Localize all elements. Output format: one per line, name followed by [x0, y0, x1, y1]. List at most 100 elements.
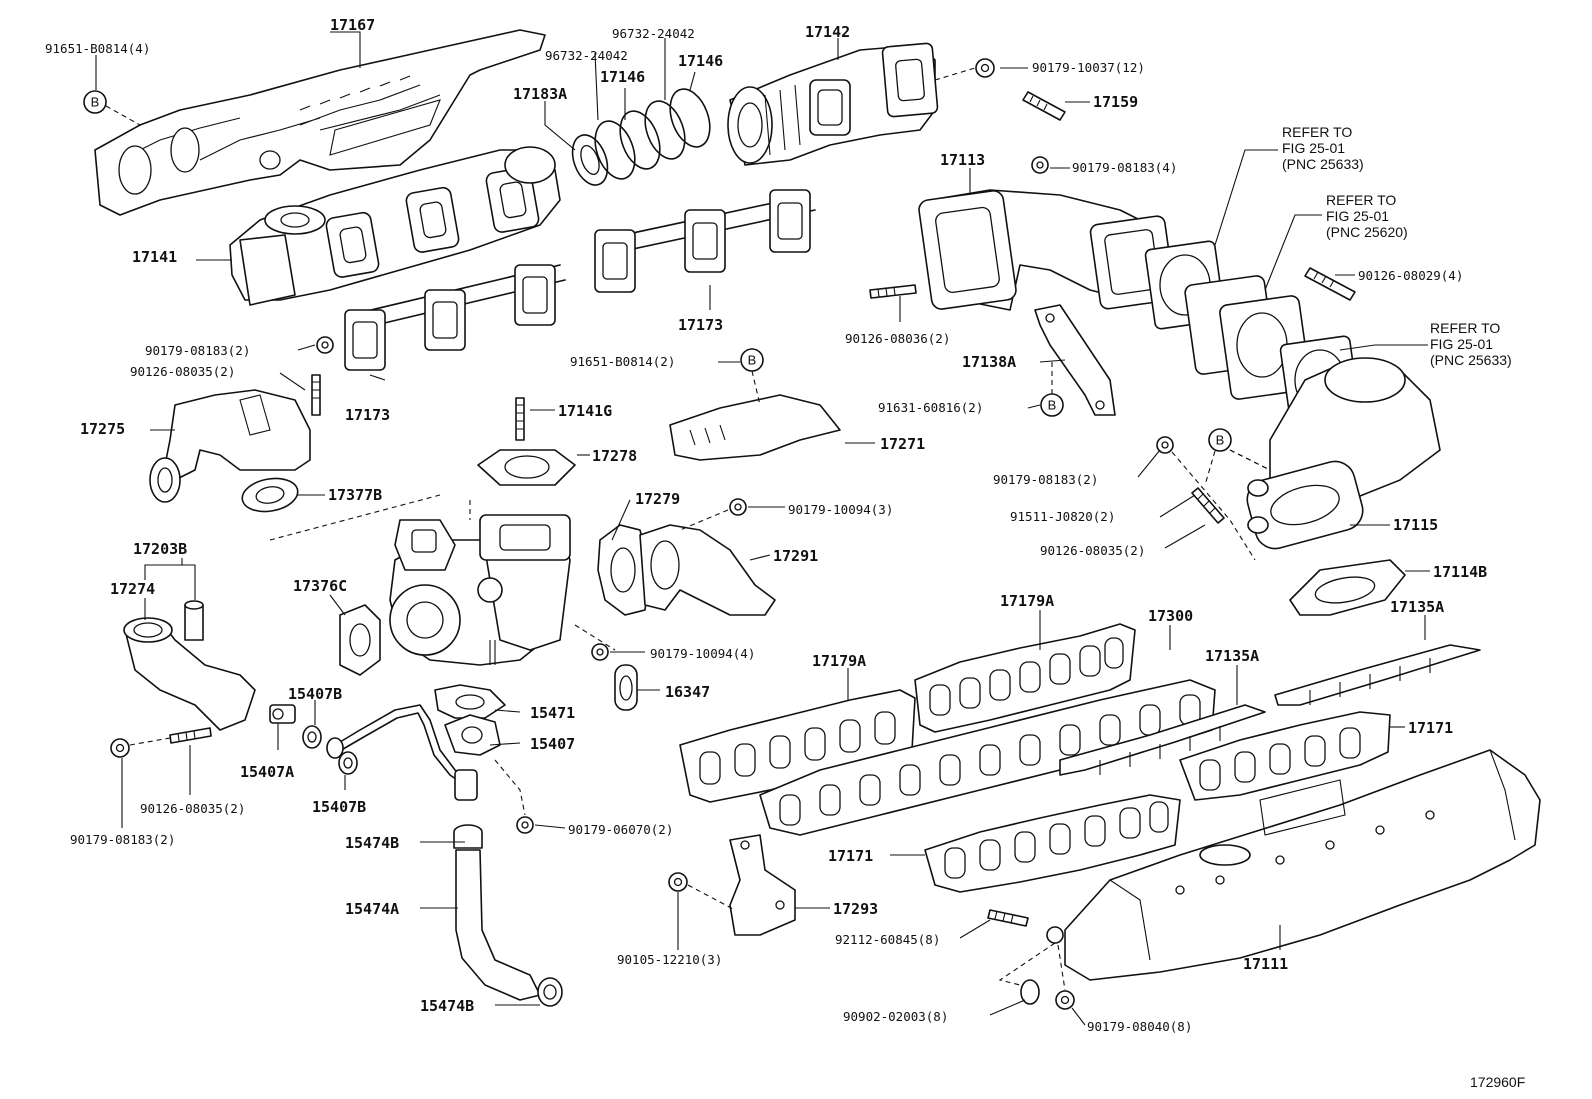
- label-17203b: 17203B: [133, 540, 187, 558]
- label-16347: 16347: [665, 683, 710, 701]
- reference-note-1: REFER TO FIG 25-01 (PNC 25633): [1214, 124, 1364, 246]
- label-17167: 17167: [330, 16, 375, 34]
- reference-note-2: REFER TO FIG 25-01 (PNC 25620): [1264, 192, 1408, 291]
- part-15407b-gasket-a: [302, 725, 322, 749]
- part-17377b-gasket: [241, 477, 299, 513]
- label-17114b: 17114B: [1433, 563, 1487, 581]
- part-17111-intake-manifold: [1064, 749, 1541, 981]
- label-17173-a: 17173: [345, 406, 390, 424]
- part-90105-12210-bolt: [668, 872, 688, 892]
- label-90126-08035-2-a: 90126-08035(2): [130, 364, 235, 379]
- reference-note-3-line-1: REFER TO: [1430, 320, 1500, 336]
- label-17376c: 17376C: [293, 577, 347, 595]
- label-90179-08040-8: 90179-08040(8): [1087, 1019, 1192, 1034]
- leader-dash-17377b: [269, 494, 441, 541]
- label-17291: 17291: [773, 547, 818, 565]
- reference-note-3-line-2: FIG 25-01: [1430, 336, 1493, 352]
- part-17376c-gasket: [339, 604, 381, 676]
- label-90179-08183-2-c: 90179-08183(2): [70, 832, 175, 847]
- label-92112-60845-8: 92112-60845(8): [835, 932, 940, 947]
- part-17271-heat-insulator: [669, 394, 841, 461]
- label-17377b: 17377B: [328, 486, 382, 504]
- label-96732-24042-b: 96732-24042: [545, 48, 628, 63]
- reference-note-1-line-2: FIG 25-01: [1282, 140, 1345, 156]
- label-17111: 17111: [1243, 955, 1288, 973]
- label-90179-08183-4: 90179-08183(4): [1072, 160, 1177, 175]
- label-90179-06070-2: 90179-06070(2): [568, 822, 673, 837]
- reference-note-1-line-1: REFER TO: [1282, 124, 1352, 140]
- label-17173-b: 17173: [678, 316, 723, 334]
- part-17115-exhaust-elbow: [1246, 357, 1441, 550]
- part-17300-intake-manifold: [759, 679, 1216, 836]
- label-96732-24042-a: 96732-24042: [612, 26, 695, 41]
- label-17183a: 17183A: [513, 85, 567, 103]
- label-17179a-a: 17179A: [1000, 592, 1054, 610]
- part-turbocharger-assembly: [389, 514, 571, 666]
- leader-dash-17274: [129, 737, 171, 746]
- part-17114b-gasket: [1289, 559, 1406, 616]
- label-17278: 17278: [592, 447, 637, 465]
- marker-b-4-label: B: [1216, 433, 1225, 448]
- leader-lines: [95, 31, 1430, 1026]
- part-number-labels: 17167 91651-B0814(4) 96732-24042 96732-2…: [45, 16, 1487, 1034]
- part-17293-bracket: [729, 834, 796, 936]
- label-17138a: 17138A: [962, 353, 1016, 371]
- reference-note-3: REFER TO FIG 25-01 (PNC 25633): [1339, 320, 1512, 368]
- part-15474b-clamp-b: [537, 977, 563, 1007]
- part-17171-gasket-b: [924, 794, 1181, 893]
- reference-note-2-line-2: FIG 25-01: [1326, 208, 1389, 224]
- part-90179-08183-nut-b: [1156, 436, 1174, 454]
- label-90179-10037-12: 90179-10037(12): [1032, 60, 1145, 75]
- part-15407b-gasket-b: [338, 751, 358, 775]
- part-17179a-gasket-upper: [914, 623, 1136, 733]
- leader-dash-turbo: [469, 500, 616, 651]
- part-17275-turbo-water-pipe: [149, 389, 311, 503]
- part-17179a-gasket-lower: [679, 689, 916, 803]
- label-17279: 17279: [635, 490, 680, 508]
- part-17142-exhaust-pipe: [727, 42, 939, 166]
- part-90126-08035-stud-b: [1191, 487, 1225, 524]
- label-17274: 17274: [110, 580, 155, 598]
- leader-dash-marker-b-1: [105, 105, 141, 126]
- marker-b-1-label: B: [91, 95, 100, 110]
- part-15407a-bolt: [269, 704, 296, 724]
- leader-dash-marker-b-2: [751, 370, 761, 406]
- label-90126-08036-2: 90126-08036(2): [845, 331, 950, 346]
- label-17135a-b: 17135A: [1390, 598, 1444, 616]
- label-17300: 17300: [1148, 607, 1193, 625]
- part-90179-06070-nut: [516, 816, 534, 834]
- marker-b-4: B: [1208, 428, 1232, 452]
- label-91651-b0814-4: 91651-B0814(4): [45, 41, 150, 56]
- part-15471-gasket: [434, 684, 506, 719]
- part-90179-10037-nut: [975, 58, 995, 78]
- leader-dash-marker-b-4: [1204, 449, 1271, 486]
- reference-note-2-line-1: REFER TO: [1326, 192, 1396, 208]
- label-90179-10094-4: 90179-10094(4): [650, 646, 755, 661]
- label-17171-b: 17171: [828, 847, 873, 865]
- label-90126-08035-2-c: 90126-08035(2): [140, 801, 245, 816]
- leader-dash-15407: [494, 759, 526, 816]
- part-17173-gasket-right: [594, 189, 816, 293]
- part-17167-heat-insulator: [94, 29, 546, 216]
- label-90902-02003-8: 90902-02003(8): [843, 1009, 948, 1024]
- part-90179-08183-nut-c: [316, 336, 334, 354]
- part-15474b-clamp-a: [453, 824, 483, 849]
- label-17271: 17271: [880, 435, 925, 453]
- part-17173-gasket-left: [344, 264, 566, 371]
- part-17111-stud-washer: [1046, 926, 1064, 944]
- label-90179-10094-3: 90179-10094(3): [788, 502, 893, 517]
- label-17146-a: 17146: [600, 68, 645, 86]
- label-90179-08183-2-b: 90179-08183(2): [993, 472, 1098, 487]
- label-17141g: 17141G: [558, 402, 612, 420]
- part-17135a-insulator-a: [1059, 704, 1266, 776]
- reference-note-3-line-3: (PNC 25633): [1430, 352, 1512, 368]
- label-17141: 17141: [132, 248, 177, 266]
- part-17141-exhaust-manifold: [229, 146, 561, 306]
- leader-dash-17291: [679, 509, 729, 531]
- label-15474b-b: 15474B: [420, 997, 474, 1015]
- part-90902-02003-washer: [1020, 979, 1040, 1005]
- label-91631-60816-2: 91631-60816(2): [878, 400, 983, 415]
- marker-b-3: B: [1040, 393, 1064, 417]
- part-92112-60845-stud: [987, 909, 1029, 927]
- label-90179-08183-2-a: 90179-08183(2): [145, 343, 250, 358]
